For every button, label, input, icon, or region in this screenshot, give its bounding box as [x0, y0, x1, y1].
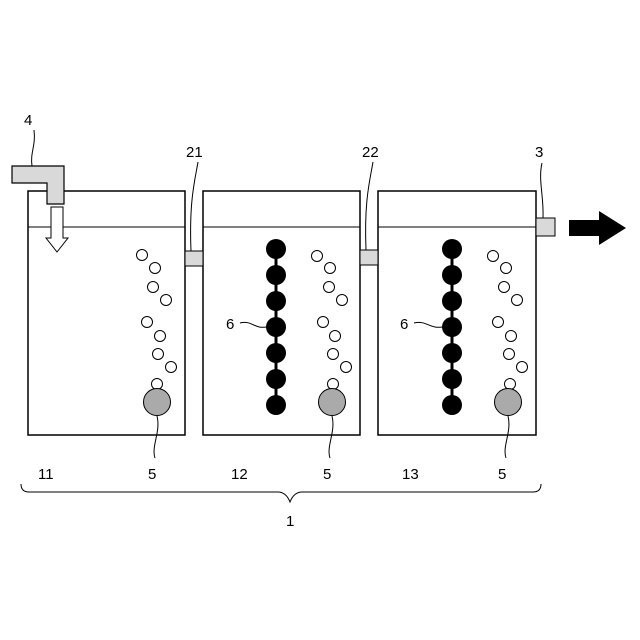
bubble — [312, 251, 323, 262]
bubble — [517, 362, 528, 373]
label-diffuser-tank-12: 5 — [323, 466, 331, 483]
bubble — [341, 362, 352, 373]
carrier-bead — [442, 239, 462, 259]
bubble — [512, 295, 523, 306]
outflow-arrow-icon — [569, 211, 626, 245]
bubble — [152, 379, 163, 390]
carrier-bead — [442, 265, 462, 285]
bubble — [137, 250, 148, 261]
diffuser-tank-11 — [144, 389, 171, 416]
carrier-bead — [442, 395, 462, 415]
bubble — [324, 282, 335, 293]
diffuser-tank-13 — [495, 389, 522, 416]
label-carrier-tank-12: 6 — [226, 316, 234, 333]
bubble — [328, 379, 339, 390]
bubble — [337, 295, 348, 306]
carrier-bead — [266, 343, 286, 363]
label-connector-21: 21 — [186, 144, 203, 161]
bubble — [499, 282, 510, 293]
outlet-pipe — [536, 218, 555, 236]
bubble — [488, 251, 499, 262]
label-tank-12: 12 — [231, 466, 248, 483]
bubble — [166, 362, 177, 373]
bubble — [318, 317, 329, 328]
bubble — [150, 263, 161, 274]
connector-pipe-21 — [185, 251, 203, 266]
label-tank-13: 13 — [402, 466, 419, 483]
leader-line-4 — [32, 130, 35, 166]
label-apparatus: 1 — [286, 513, 294, 530]
carrier-bead — [266, 239, 286, 259]
bubble — [161, 295, 172, 306]
bubble — [153, 349, 164, 360]
bubble — [148, 282, 159, 293]
carrier-bead — [266, 265, 286, 285]
bubble — [506, 331, 517, 342]
carrier-bead — [266, 395, 286, 415]
leader-line-21 — [191, 162, 198, 251]
bubble — [330, 331, 341, 342]
carrier-bead — [442, 291, 462, 311]
bubble — [501, 263, 512, 274]
carrier-bead — [266, 369, 286, 389]
carrier-bead — [442, 369, 462, 389]
carrier-bead — [442, 343, 462, 363]
bubble — [155, 331, 166, 342]
label-inlet: 4 — [24, 112, 32, 129]
label-diffuser-tank-11: 5 — [148, 466, 156, 483]
leader-line-3 — [541, 163, 544, 218]
bubble — [328, 349, 339, 360]
bubble — [142, 317, 153, 328]
carrier-bead — [266, 291, 286, 311]
leader-line-22 — [366, 162, 373, 250]
label-tank-11: 11 — [38, 466, 54, 483]
carrier-bead — [442, 317, 462, 337]
label-diffuser-tank-13: 5 — [498, 466, 506, 483]
label-carrier-tank-13: 6 — [400, 316, 408, 333]
apparatus-bracket — [21, 484, 541, 502]
bubble — [325, 263, 336, 274]
bubble — [504, 349, 515, 360]
bubble — [493, 317, 504, 328]
diffuser-tank-12 — [319, 389, 346, 416]
bubble — [505, 379, 516, 390]
carrier-bead — [266, 317, 286, 337]
connector-pipe-22 — [360, 250, 378, 265]
label-outlet: 3 — [535, 144, 543, 161]
label-connector-22: 22 — [362, 144, 379, 161]
